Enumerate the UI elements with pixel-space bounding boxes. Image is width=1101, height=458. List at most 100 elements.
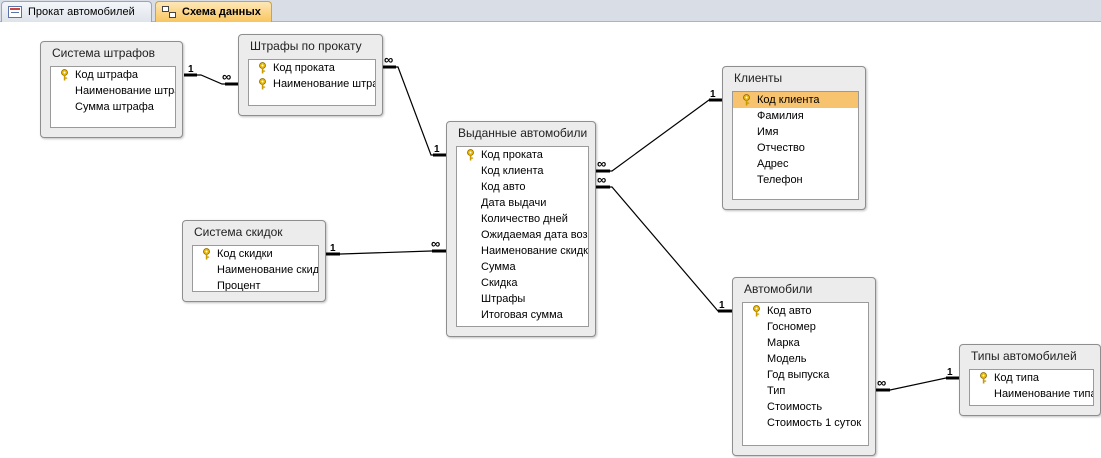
- cardinality-many-label: ∞: [597, 172, 606, 187]
- field-row[interactable]: Итоговая сумма: [457, 307, 588, 323]
- primary-key-icon: [258, 62, 267, 74]
- relationship-line[interactable]: [595, 186, 733, 312]
- primary-key-icon: [202, 248, 211, 260]
- table-title[interactable]: Штрафы по прокату: [250, 39, 362, 53]
- table-title[interactable]: Система скидок: [194, 225, 283, 239]
- document-tab-bar: Прокат автомобилей Схема данных: [0, 0, 1101, 22]
- tab-relationships[interactable]: Схема данных: [155, 1, 272, 22]
- field-row[interactable]: Наименование скидки: [193, 262, 318, 278]
- field-row[interactable]: Ожидаемая дата возврата: [457, 227, 588, 243]
- field-name: Код авто: [481, 181, 526, 193]
- cardinality-many-label: ∞: [877, 375, 886, 390]
- field-row[interactable]: Адрес: [733, 156, 858, 172]
- cardinality-many-label: ∞: [384, 52, 393, 67]
- field-row[interactable]: Процент: [193, 278, 318, 292]
- field-name: Процент: [217, 280, 261, 292]
- cardinality-one-label: 1: [947, 367, 953, 378]
- field-row[interactable]: Модель: [743, 351, 868, 367]
- field-row[interactable]: Имя: [733, 124, 858, 140]
- cardinality-one-label: 1: [710, 89, 716, 100]
- relationship-line[interactable]: [595, 99, 723, 172]
- cardinality-one-label: 1: [330, 243, 336, 254]
- field-row[interactable]: Сумма штрафа: [51, 99, 175, 115]
- relationship-line[interactable]: [875, 377, 960, 391]
- field-row[interactable]: Дата выдачи: [457, 195, 588, 211]
- field-row[interactable]: Наименование типа: [970, 386, 1093, 402]
- primary-key-icon: [60, 69, 69, 81]
- field-row[interactable]: Стоимость 1 суток: [743, 415, 868, 431]
- field-row[interactable]: Госномер: [743, 319, 868, 335]
- field-row[interactable]: Код проката: [457, 147, 588, 163]
- table-title[interactable]: Клиенты: [734, 71, 783, 85]
- cardinality-many-label: ∞: [431, 236, 440, 251]
- field-row[interactable]: Год выпуска: [743, 367, 868, 383]
- field-name: Год выпуска: [767, 369, 830, 381]
- field-row[interactable]: Наименование скидки: [457, 243, 588, 259]
- field-name: Наименование типа: [994, 388, 1094, 400]
- tab-label: Схема данных: [182, 6, 261, 18]
- field-row[interactable]: Скидка: [457, 275, 588, 291]
- field-name: Фамилия: [757, 110, 804, 122]
- table-title[interactable]: Система штрафов: [52, 46, 156, 60]
- cardinality-one-label: 1: [434, 144, 440, 155]
- field-row[interactable]: Наименование штрафа: [51, 83, 175, 99]
- field-name: Отчество: [757, 142, 805, 154]
- field-row[interactable]: Код авто: [743, 303, 868, 319]
- field-row[interactable]: Марка: [743, 335, 868, 351]
- table-title[interactable]: Типы автомобилей: [971, 349, 1077, 363]
- table-title[interactable]: Выданные автомобили: [458, 126, 588, 140]
- field-row[interactable]: Код клиента: [457, 163, 588, 179]
- field-row[interactable]: Код типа: [970, 370, 1093, 386]
- field-row[interactable]: Код клиента: [733, 92, 858, 108]
- field-name: Модель: [767, 353, 807, 365]
- field-name: Код типа: [994, 372, 1040, 384]
- tab-rental-form[interactable]: Прокат автомобилей: [1, 1, 152, 22]
- field-name: Наименование штрафа: [75, 85, 175, 97]
- field-row[interactable]: Тип: [743, 383, 868, 399]
- primary-key-icon: [258, 78, 267, 90]
- field-row[interactable]: Отчество: [733, 140, 858, 156]
- field-row[interactable]: Телефон: [733, 172, 858, 188]
- cardinality-one-label: 1: [719, 300, 725, 311]
- field-name: Код скидки: [217, 248, 273, 260]
- field-row[interactable]: Код проката: [249, 60, 375, 76]
- field-row[interactable]: Сумма: [457, 259, 588, 275]
- relationship-line[interactable]: [383, 66, 447, 156]
- field-name: Имя: [757, 126, 779, 138]
- relationships-icon: [162, 6, 176, 18]
- field-row[interactable]: Наименование штрафа: [249, 76, 375, 92]
- field-row[interactable]: Код авто: [457, 179, 588, 195]
- field-row[interactable]: Фамилия: [733, 108, 858, 124]
- field-row[interactable]: Штрафы: [457, 291, 588, 307]
- cardinality-many-label: ∞: [597, 156, 606, 171]
- field-name: Ожидаемая дата возврата: [481, 229, 588, 241]
- field-name: Количество дней: [481, 213, 568, 225]
- field-name: Код штрафа: [75, 69, 139, 81]
- field-row[interactable]: Количество дней: [457, 211, 588, 227]
- relationship-line[interactable]: [326, 250, 447, 255]
- table-title[interactable]: Автомобили: [744, 282, 813, 296]
- field-row[interactable]: Код штрафа: [51, 67, 175, 83]
- field-name: Адрес: [757, 158, 789, 170]
- field-name: Наименование штрафа: [273, 78, 375, 90]
- field-row[interactable]: Код скидки: [193, 246, 318, 262]
- field-name: Код клиента: [481, 165, 544, 177]
- field-name: Код проката: [273, 62, 335, 74]
- field-row[interactable]: Стоимость: [743, 399, 868, 415]
- field-name: Наименование скидки: [481, 245, 589, 257]
- field-name: Код проката: [481, 149, 543, 161]
